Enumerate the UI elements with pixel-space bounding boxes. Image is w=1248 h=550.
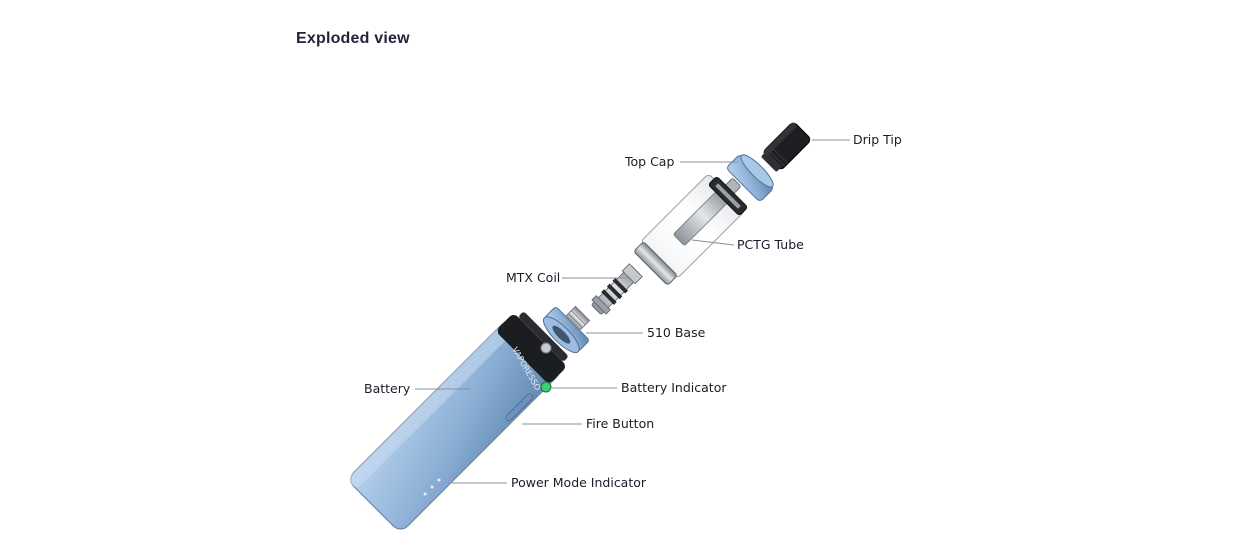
pctg-tube-label: PCTG Tube <box>737 237 804 252</box>
drip-tip-label: Drip Tip <box>853 132 902 147</box>
fire-button-label: Fire Button <box>586 416 654 431</box>
pctg-tube-part <box>634 174 745 285</box>
mtx-coil-label: MTX Coil <box>506 270 560 285</box>
page-title: Exploded view <box>296 30 410 47</box>
drip-tip-part <box>761 122 811 172</box>
base-510-label: 510 Base <box>647 325 706 340</box>
battery-part: VAPORESSO <box>349 312 568 530</box>
power-mode-indicator-label: Power Mode Indicator <box>511 475 647 490</box>
mtx-coil-part <box>591 263 643 315</box>
pctg-tube-leader <box>691 239 735 246</box>
top-cap-label: Top Cap <box>624 154 674 169</box>
battery-indicator-led <box>540 381 552 393</box>
battery-label: Battery <box>364 381 411 396</box>
seal-ring-part <box>708 176 748 216</box>
base-510-part <box>542 305 591 354</box>
battery-indicator-label: Battery Indicator <box>621 380 727 395</box>
top-cap-part <box>727 154 774 201</box>
